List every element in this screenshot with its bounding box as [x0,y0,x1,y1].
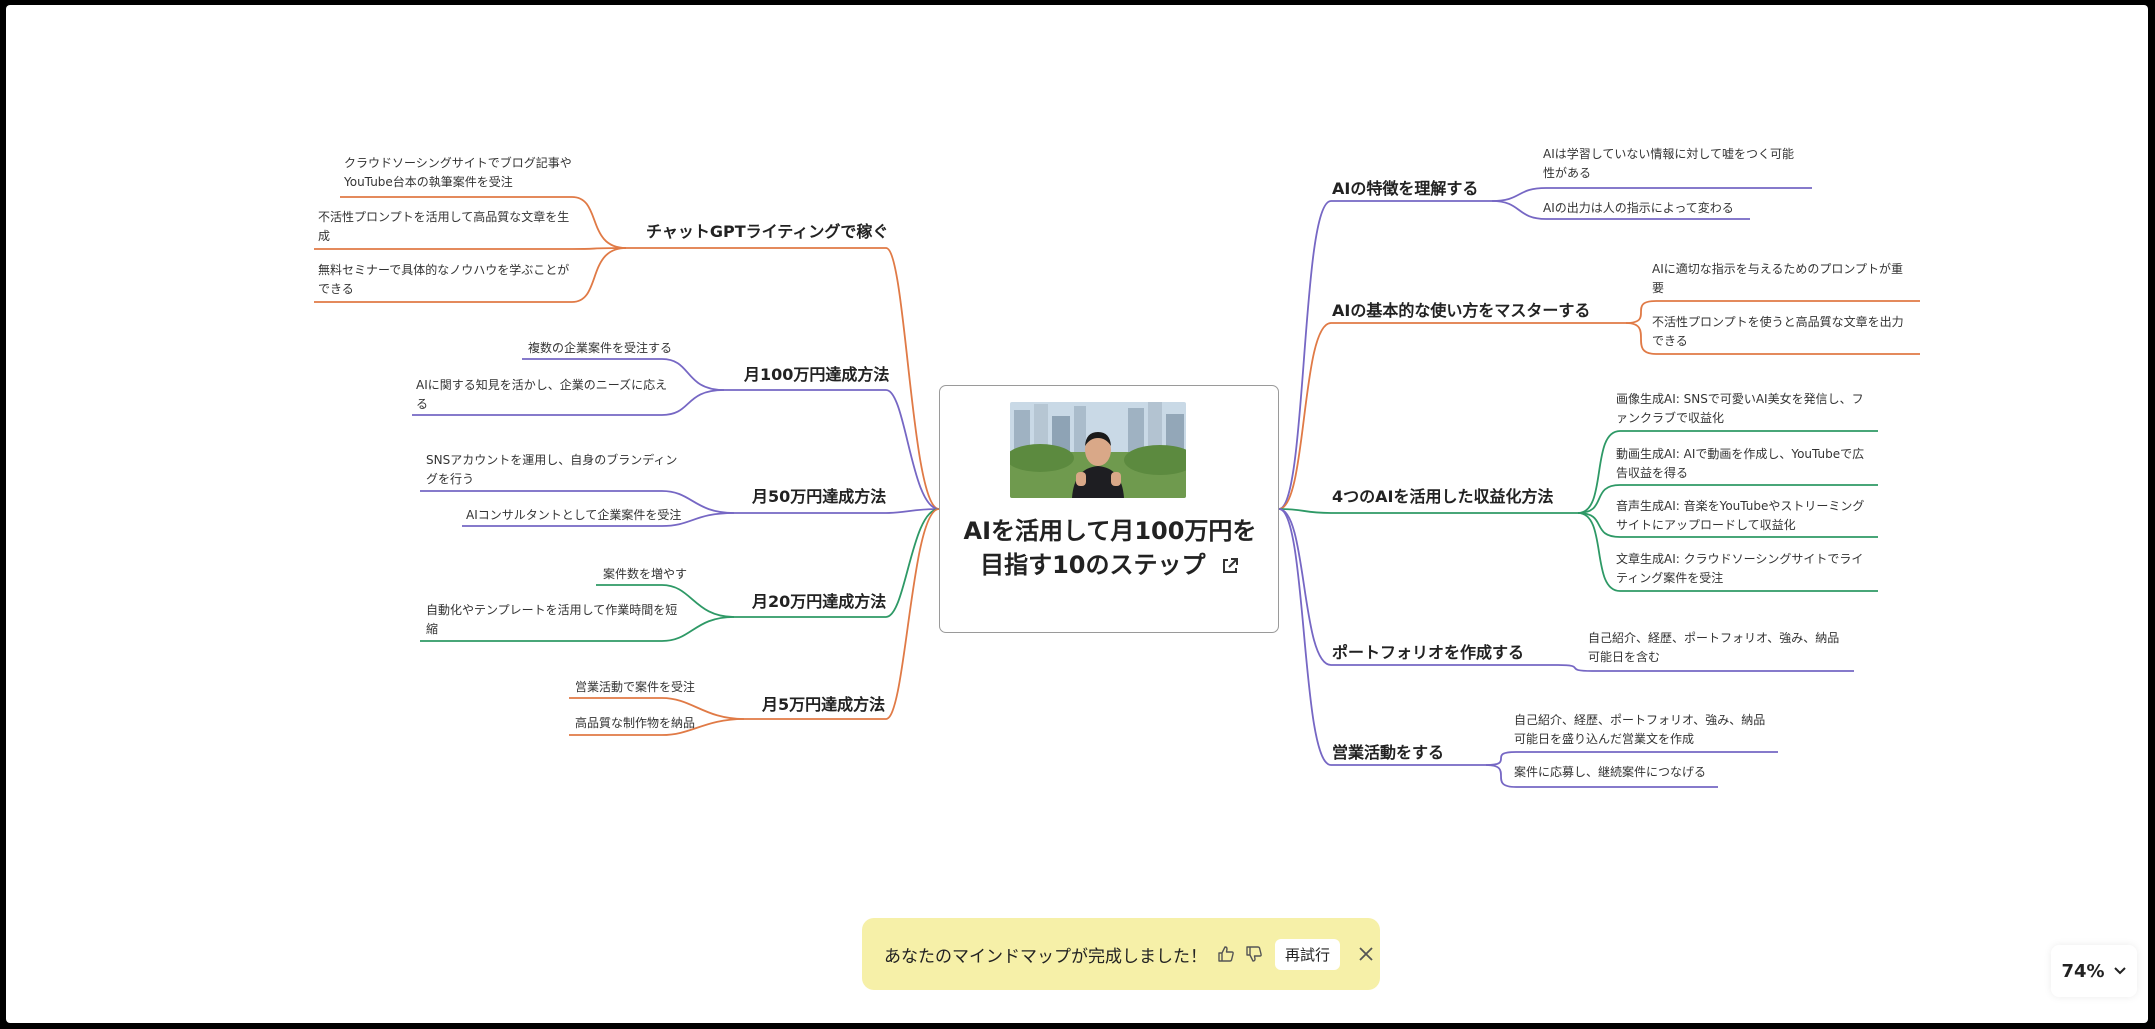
leaf-ai-output[interactable]: AIの出力は人の指示によって変わる [1543,201,1734,215]
connector-right-4-leaf-1 [1485,764,1718,788]
center-title-text: AIを活用して月100万円を目指す10のステップ [963,517,1257,579]
connector-left-0-leaf-1 [314,247,627,250]
connector-right-4 [1278,508,1486,766]
leaf-high-quality[interactable]: 高品質な制作物を納品 [575,716,696,730]
connector-right-1 [1278,322,1626,510]
leaf-sales-letter[interactable]: 自己紹介、経歴、ポートフォリオ、強み、納品 可能日を盛り込んだ営業文を作成 [1514,713,1766,746]
toast-message: あなたのマインドマップが完成しました！ [884,946,1207,967]
connector-left-4 [744,508,940,720]
connector-left-1-leaf-1 [412,389,725,416]
connector-left-2-leaf-1 [462,512,735,527]
thumbnail-image [1010,402,1186,498]
leaf-inactive-prompt-output[interactable]: 不活性プロンプトを使うと高品質な文章を出力 できる [1652,315,1904,348]
leaf-image-ai[interactable]: 画像生成AI: SNSで可愛いAI美女を発信し、フ ァンクラブで収益化 [1616,392,1864,425]
connector-right-3-leaf-0 [1557,664,1854,672]
leaf-ai-knowledge[interactable]: AIに関する知見を活かし、企業のニーズに応え る [416,378,668,411]
leaf-inactive-prompt[interactable]: 不活性プロンプトを活用して高品質な文章を生 成 [318,210,570,243]
leaf-sales-activity[interactable]: 営業活動で案件を受注 [575,680,696,694]
leaf-ai-lies[interactable]: AIは学習していない情報に対して嘘をつく可能 性がある [1543,147,1795,180]
connector-right-0 [1278,200,1492,510]
external-link-icon[interactable] [1220,551,1240,585]
connector-left-4-leaf-0 [569,697,745,720]
connector-left-1 [724,389,940,510]
branch-500k-yen[interactable]: 月50万円達成方法 [752,487,887,506]
leaf-audio-ai[interactable]: 音声生成AI: 音楽をYouTubeやストリーミング サイトにアップロードして収… [1616,499,1865,532]
center-node[interactable]: AIを活用して月100万円を目指す10のステップ [939,385,1279,633]
leaf-sns-branding[interactable]: SNSアカウントを運用し、自身のブランディン グを行う [426,453,678,486]
leaf-more-projects[interactable]: 案件数を増やす [603,567,688,581]
connector-right-4-leaf-0 [1485,751,1778,766]
center-title: AIを活用して月100万円を目指す10のステップ [960,514,1260,585]
connector-left-0-leaf-0 [340,196,627,249]
connector-right-2 [1278,508,1578,514]
branch-chatgpt-writing[interactable]: チャットGPTライティングで稼ぐ [646,222,889,241]
connector-left-2 [734,508,940,514]
leaf-free-seminar[interactable]: 無料セミナーで具体的なノウハウを学ぶことが できる [318,263,570,296]
leaf-portfolio-contents[interactable]: 自己紹介、経歴、ポートフォリオ、強み、納品 可能日を含む [1588,631,1840,664]
connector-right-2-leaf-1 [1577,484,1878,514]
leaf-automation[interactable]: 自動化やテンプレートを活用して作業時間を短 縮 [426,603,678,636]
completion-toast: あなたのマインドマップが完成しました！ 再試行 [862,918,1380,990]
connector-left-0 [626,247,940,510]
branch-four-ai-monetization[interactable]: 4つのAIを活用した収益化方法 [1332,487,1554,506]
connector-left-1-leaf-0 [522,358,725,391]
branch-200k-yen[interactable]: 月20万円達成方法 [752,592,887,611]
branch-ai-features[interactable]: AIの特徴を理解する [1332,179,1479,198]
connector-left-4-leaf-1 [569,718,745,736]
thumbs-down-icon[interactable] [1245,945,1263,963]
leaf-multiple-corporate[interactable]: 複数の企業案件を受注する [528,341,673,355]
connector-lines [314,187,1920,788]
connector-right-1-leaf-0 [1625,300,1920,324]
branch-portfolio[interactable]: ポートフォリオを作成する [1332,643,1525,662]
connector-right-0-leaf-0 [1491,187,1812,202]
branch-ai-basic-usage[interactable]: AIの基本的な使い方をマスターする [1332,301,1591,320]
retry-button[interactable]: 再試行 [1275,938,1341,970]
leaf-text-ai[interactable]: 文章生成AI: クラウドソーシングサイトでライ ティング案件を受注 [1616,552,1864,585]
mindmap-canvas[interactable]: AIを活用して月100万円を目指す10のステップ チャットGPTライティングで稼… [6,5,2148,1023]
connector-right-3 [1278,508,1558,666]
leaf-apply-projects[interactable]: 案件に応募し、継続案件につなげる [1514,765,1707,779]
connector-right-2-leaf-2 [1577,512,1878,538]
connector-left-3 [734,508,940,618]
zoom-control[interactable]: 74% [2051,945,2137,997]
thumbs-up-icon[interactable] [1217,945,1235,963]
zoom-level: 74% [2061,960,2105,982]
connector-left-0-leaf-2 [314,247,627,303]
branch-50k-yen[interactable]: 月5万円達成方法 [762,695,886,714]
leaf-video-ai[interactable]: 動画生成AI: AIで動画を作成し、YouTubeで広 告収益を得る [1616,447,1865,480]
connector-right-2-leaf-0 [1577,430,1878,514]
close-icon[interactable] [1358,946,1374,962]
branch-1m-yen[interactable]: 月100万円達成方法 [744,365,890,384]
leaf-ai-consultant[interactable]: AIコンサルタントとして企業案件を受注 [466,508,682,522]
connector-left-3-leaf-1 [420,616,735,642]
leaf-crowdsourcing-blog[interactable]: クラウドソーシングサイトでブログ記事や YouTube台本の執筆案件を受注 [344,156,572,189]
connector-right-1-leaf-1 [1625,322,1920,355]
connector-left-2-leaf-0 [420,490,735,514]
video-thumbnail[interactable] [1010,402,1186,498]
branch-sales[interactable]: 営業活動をする [1332,743,1445,762]
connector-right-2-leaf-3 [1577,512,1878,592]
connector-right-0-leaf-1 [1491,200,1750,220]
chevron-down-icon [2113,966,2127,976]
connector-left-3-leaf-0 [596,584,735,618]
leaf-prompt-important[interactable]: AIに適切な指示を与えるためのプロンプトが重 要 [1652,262,1904,295]
